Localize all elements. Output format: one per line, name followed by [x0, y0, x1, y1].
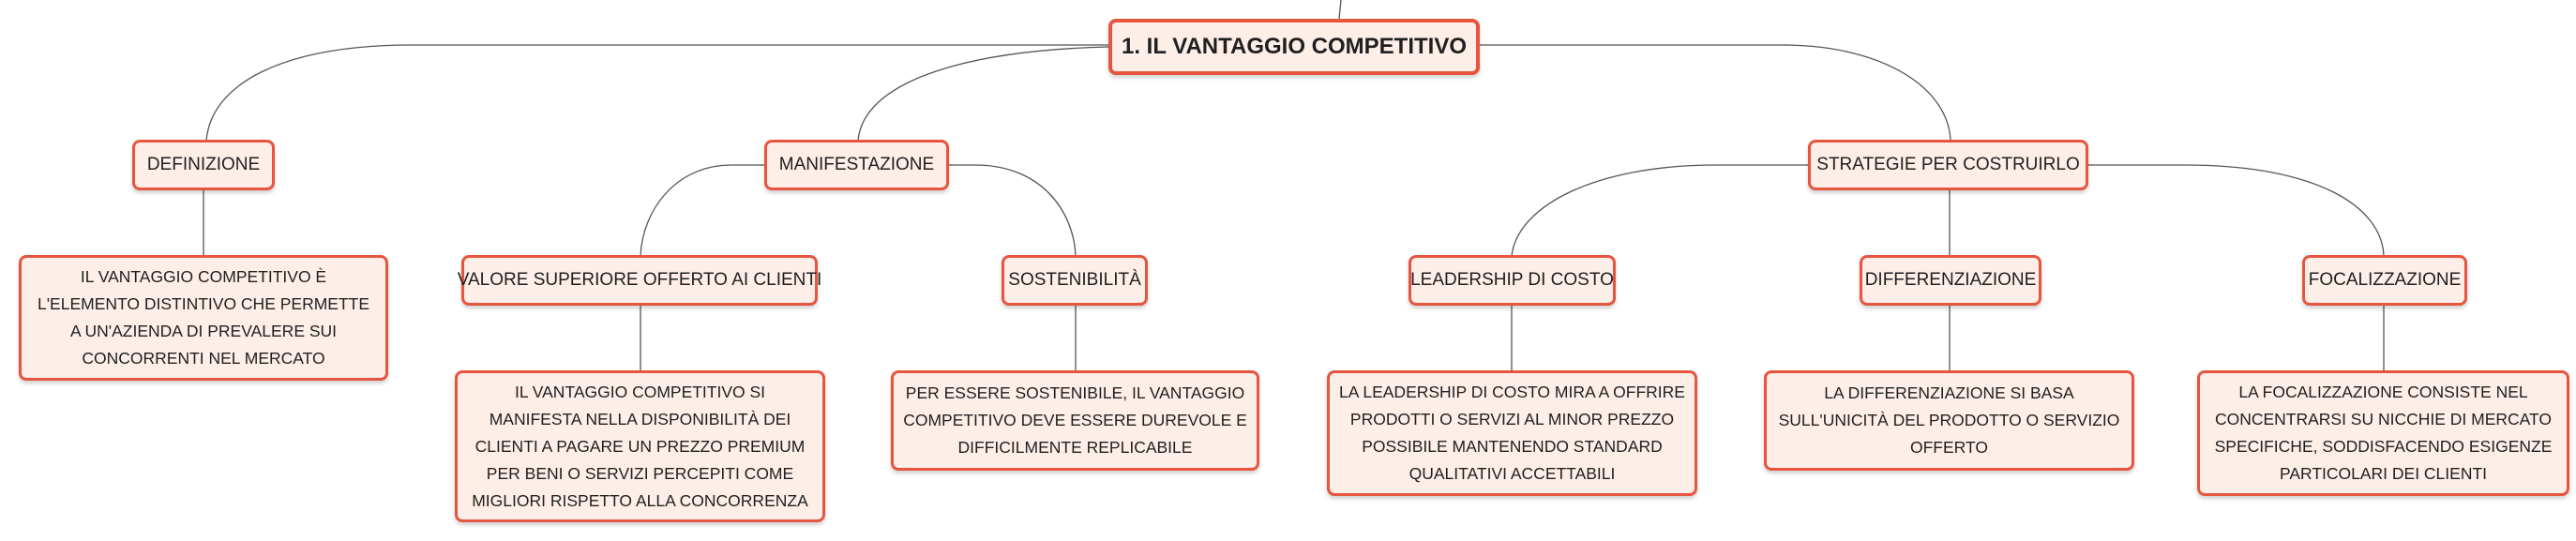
valore-superiore-description-text: IL VANTAGGIO COMPETITIVO SI MANIFESTA NE… — [472, 382, 808, 510]
topic-leadership-di-costo-description[interactable]: LA LEADERSHIP DI COSTO MIRA A OFFRIRE PR… — [1327, 370, 1697, 496]
connector-manifestazione-valore — [640, 164, 764, 257]
connector-strategie-focalizzazione — [2088, 164, 2385, 257]
topic-valore-superiore-description[interactable]: IL VANTAGGIO COMPETITIVO SI MANIFESTA NE… — [455, 370, 825, 522]
topic-focalizzazione-label: FOCALIZZAZIONE — [2308, 270, 2462, 290]
topic-valore-superiore[interactable]: VALORE SUPERIORE OFFERTO AI CLIENTI — [458, 255, 821, 306]
topic-strategie-label: STRATEGIE PER COSTRUIRLO — [1816, 155, 2080, 174]
topic-leadership-di-costo[interactable]: LEADERSHIP DI COSTO — [1409, 255, 1616, 306]
topic-differenziazione-label: DIFFERENZIAZIONE — [1864, 270, 2037, 290]
topic-definizione[interactable]: DEFINIZIONE — [132, 140, 275, 190]
definizione-description-text: IL VANTAGGIO COMPETITIVO È L'ELEMENTO DI… — [37, 267, 370, 368]
topic-differenziazione[interactable]: DIFFERENZIAZIONE — [1860, 255, 2041, 306]
leadership-description-text: LA LEADERSHIP DI COSTO MIRA A OFFRIRE PR… — [1339, 383, 1685, 483]
connector-top — [1338, 0, 1342, 20]
topic-manifestazione-label: MANIFESTAZIONE — [778, 155, 935, 174]
topic-definizione-description[interactable]: IL VANTAGGIO COMPETITIVO È L'ELEMENTO DI… — [19, 255, 388, 381]
connector-root-manifestazione — [857, 46, 1109, 142]
topic-focalizzazione-description[interactable]: LA FOCALIZZAZIONE CONSISTE NEL CONCENTRA… — [2197, 370, 2569, 496]
topic-definizione-label: DEFINIZIONE — [146, 155, 261, 174]
connector-manifestazione-sostenibilita — [949, 164, 1077, 257]
root-topic[interactable]: 1. IL VANTAGGIO COMPETITIVO — [1108, 19, 1480, 75]
topic-leadership-di-costo-label: LEADERSHIP DI COSTO — [1410, 270, 1614, 290]
topic-strategie[interactable]: STRATEGIE PER COSTRUIRLO — [1808, 140, 2088, 190]
focalizzazione-description-text: LA FOCALIZZAZIONE CONSISTE NEL CONCENTRA… — [2214, 383, 2553, 483]
differenziazione-description-text: LA DIFFERENZIAZIONE SI BASA SULL'UNICITÀ… — [1778, 383, 2120, 457]
topic-focalizzazione[interactable]: FOCALIZZAZIONE — [2302, 255, 2467, 306]
topic-sostenibilita[interactable]: SOSTENIBILITÀ — [1002, 255, 1148, 306]
topic-differenziazione-description[interactable]: LA DIFFERENZIAZIONE SI BASA SULL'UNICITÀ… — [1764, 370, 2134, 471]
connector-root-definizione — [205, 44, 1108, 142]
topic-sostenibilita-label: SOSTENIBILITÀ — [1008, 270, 1141, 290]
connector-strategie-leadership — [1511, 164, 1808, 257]
sostenibilita-description-text: PER ESSERE SOSTENIBILE, IL VANTAGGIO COM… — [903, 383, 1247, 457]
connector-root-strategie — [1480, 44, 1951, 142]
topic-sostenibilita-description[interactable]: PER ESSERE SOSTENIBILE, IL VANTAGGIO COM… — [891, 370, 1259, 471]
topic-valore-superiore-label: VALORE SUPERIORE OFFERTO AI CLIENTI — [457, 270, 822, 290]
topic-manifestazione[interactable]: MANIFESTAZIONE — [764, 140, 949, 190]
root-topic-title: 1. IL VANTAGGIO COMPETITIVO — [1121, 34, 1468, 59]
